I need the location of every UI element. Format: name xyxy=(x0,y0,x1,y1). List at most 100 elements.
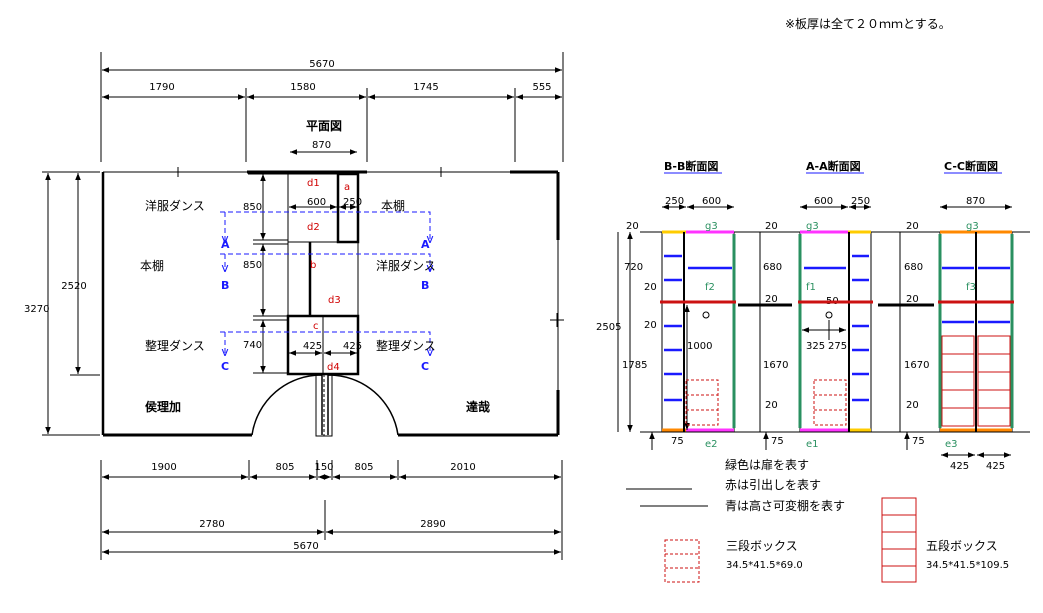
dim-1790: 1790 xyxy=(149,82,174,93)
dim-2780: 2780 xyxy=(199,519,224,530)
dim-850-a: 850 xyxy=(243,202,262,213)
section-mark-a-right: A xyxy=(421,238,430,251)
aa-tag-f1: f1 xyxy=(806,282,816,293)
cc-tag-e3: e3 xyxy=(945,439,958,450)
part-d2: d2 xyxy=(307,222,320,233)
aa-dim-325: 325 xyxy=(806,341,825,352)
legend: 緑色は扉を表す 赤は引出しを表す 青は高さ可変棚を表す 三段ボックス 34.5*… xyxy=(626,457,1009,583)
bb-dim-1000: 1000 xyxy=(687,341,712,352)
bb-tag-f2: f2 xyxy=(705,282,715,293)
section-mark-b-left: B xyxy=(221,279,229,292)
room-right-name: 達哉 xyxy=(466,399,490,414)
cc-tag-f3: f3 xyxy=(966,282,976,293)
section-aa-title: A-A断面図 xyxy=(806,159,861,173)
aa-tag-e1: e1 xyxy=(806,439,819,450)
aa-dim-20-top: 20 xyxy=(765,221,778,232)
label-yofuku-right: 洋服ダンス xyxy=(376,258,436,273)
dim-total-bottom: 5670 xyxy=(293,541,318,552)
dim-150: 150 xyxy=(314,462,333,473)
section-mark-b-right: B xyxy=(421,279,429,292)
bb-dim-2505: 2505 xyxy=(596,322,621,333)
aa-dim-680: 680 xyxy=(763,262,782,273)
aa-dim-275: 275 xyxy=(828,341,847,352)
bb-tag-g3: g3 xyxy=(705,221,718,232)
dim-1900: 1900 xyxy=(151,462,176,473)
part-b: b xyxy=(310,260,316,271)
section-mark-a-left: A xyxy=(221,238,230,251)
legend-box3-title: 三段ボックス xyxy=(726,538,798,553)
aa-dim-75: 75 xyxy=(771,436,784,447)
part-d1: d1 xyxy=(307,178,320,189)
room-left-name: 侯理加 xyxy=(145,399,181,414)
aa-tag-g3: g3 xyxy=(806,221,819,232)
cc-dim-680: 680 xyxy=(904,262,923,273)
cc-dim-20-top: 20 xyxy=(906,221,919,232)
legend-red-text: 赤は引出しを表す xyxy=(725,478,821,492)
legend-blue-text: 青は高さ可変棚を表す xyxy=(725,498,845,513)
dim-1580: 1580 xyxy=(290,82,315,93)
cc-dim-1670: 1670 xyxy=(904,360,929,371)
five-tier-box-icon xyxy=(881,497,917,583)
cc-dim-425-a: 425 xyxy=(950,461,969,472)
plan-title: 平面図 xyxy=(306,119,342,133)
section-mark-c-left: C xyxy=(221,360,229,373)
section-cc-title: C-C断面図 xyxy=(944,159,998,173)
bb-dim-250: 250 xyxy=(665,196,684,207)
bb-dim-20-low: 20 xyxy=(644,320,657,331)
legend-box3-size: 34.5*41.5*69.0 xyxy=(726,560,803,571)
section-bb: B-B断面図 250 600 20 720 20 20 2505 1785 10… xyxy=(596,159,736,450)
dim-425-plan-a: 425 xyxy=(303,341,322,352)
dim-805-b: 805 xyxy=(354,462,373,473)
legend-green-text: 緑色は扉を表す xyxy=(725,457,809,472)
dim-805-a: 805 xyxy=(275,462,294,473)
bb-dim-600: 600 xyxy=(702,196,721,207)
part-d4: d4 xyxy=(327,362,340,373)
bb-dim-720: 720 xyxy=(624,262,643,273)
part-a: a xyxy=(344,182,350,193)
label-hondana-right: 本棚 xyxy=(381,198,405,213)
cc-dim-20-low: 20 xyxy=(906,400,919,411)
dim-3270: 3270 xyxy=(24,304,49,315)
legend-box5-title: 五段ボックス xyxy=(926,538,998,553)
label-hondana-left: 本棚 xyxy=(140,258,164,273)
cc-dim-20-mid: 20 xyxy=(906,294,919,305)
dim-600-plan: 600 xyxy=(307,197,326,208)
cc-dim-870: 870 xyxy=(966,196,985,207)
dim-1745: 1745 xyxy=(413,82,438,93)
bb-dim-1785: 1785 xyxy=(622,360,647,371)
dim-850-b: 850 xyxy=(243,260,262,271)
section-mark-c-right: C xyxy=(421,360,429,373)
label-yofuku-left: 洋服ダンス xyxy=(145,198,205,213)
bb-tag-e2: e2 xyxy=(705,439,718,450)
dim-425-plan-b: 425 xyxy=(343,341,362,352)
legend-box5-size: 34.5*41.5*109.5 xyxy=(926,560,1009,571)
section-cc: C-C断面図 870 20 680 20 1670 20 75 xyxy=(878,159,1014,472)
dim-total-top: 5670 xyxy=(309,59,334,70)
plan-view: 5670 1790 1580 1745 555 平面図 870 xyxy=(24,52,564,560)
aa-dim-600: 600 xyxy=(814,196,833,207)
note-text: ※板厚は全て２０ｍｍとする。 xyxy=(785,16,951,31)
part-d3: d3 xyxy=(328,295,341,306)
aa-dim-20-low: 20 xyxy=(765,400,778,411)
aa-dim-250: 250 xyxy=(851,196,870,207)
cc-dim-75: 75 xyxy=(912,436,925,447)
three-tier-box-icon xyxy=(664,539,700,583)
dim-2010: 2010 xyxy=(450,462,475,473)
part-c: c xyxy=(313,321,319,332)
cc-dim-425-b: 425 xyxy=(986,461,1005,472)
cc-tag-g3: g3 xyxy=(966,221,979,232)
dim-870: 870 xyxy=(312,140,331,151)
dim-740: 740 xyxy=(243,340,262,351)
label-seiri-right: 整理ダンス xyxy=(376,338,436,353)
dim-2520: 2520 xyxy=(61,281,86,292)
section-bb-title: B-B断面図 xyxy=(664,159,718,173)
dim-555: 555 xyxy=(532,82,551,93)
aa-dim-20-mid: 20 xyxy=(765,294,778,305)
bb-dim-20-top: 20 xyxy=(626,221,639,232)
aa-dim-1670: 1670 xyxy=(763,360,788,371)
section-aa: A-A断面図 600 250 20 680 20 50 325 275 1670… xyxy=(738,159,873,450)
bb-dim-75: 75 xyxy=(671,436,684,447)
label-seiri-left: 整理ダンス xyxy=(145,338,205,353)
bb-dim-20-mid: 20 xyxy=(644,282,657,293)
